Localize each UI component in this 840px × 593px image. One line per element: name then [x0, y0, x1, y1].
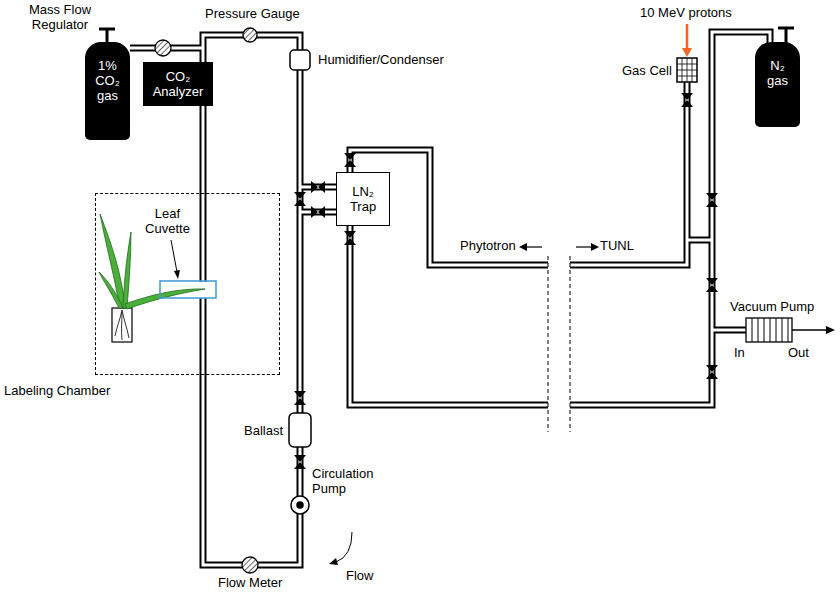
- gas-cell-symbol: [677, 58, 697, 82]
- part-label: Vacuum Pump: [730, 299, 814, 314]
- site-label: TUNL: [600, 238, 634, 253]
- flow-direction-arrow: [329, 532, 352, 565]
- part-label: Circulation Pump: [312, 466, 384, 496]
- port-label: In: [734, 345, 745, 360]
- analyzer-box: CO₂ Analyzer: [143, 62, 213, 106]
- pipe-bore: [130, 32, 770, 565]
- flow-label: Flow: [346, 568, 373, 583]
- pipe-outline: [130, 32, 770, 565]
- region-title: Labeling Chamber: [4, 383, 110, 398]
- vessel-symbols: [289, 50, 311, 514]
- node-label: 1% CO₂ gas: [92, 58, 124, 103]
- gas-cylinder: N₂ gas: [755, 42, 800, 127]
- node-label: LN₂ Trap: [346, 184, 380, 214]
- direction-arrows: [519, 243, 599, 251]
- site-divider: [548, 256, 570, 432]
- chamber-region: Labeling Chamber: [95, 193, 280, 375]
- cylinder-valve-handles: [99, 28, 794, 43]
- trap-box: LN₂ Trap: [336, 172, 390, 226]
- proton-beam-arrow: [682, 24, 692, 57]
- beam-label: 10 MeV protons: [640, 5, 732, 20]
- part-label: Leaf Cuvette: [140, 206, 195, 236]
- node-label: CO₂ Analyzer: [147, 69, 209, 99]
- port-label: Out: [788, 345, 809, 360]
- node-label: N₂ gas: [762, 58, 794, 88]
- part-label: Humidifier/Condenser: [318, 52, 444, 67]
- pipe-connector: [203, 106, 204, 193]
- part-label: Ballast: [244, 423, 283, 438]
- vacuum-pump-symbol: [746, 318, 835, 342]
- leader-arrow: [171, 240, 180, 279]
- part-label: Flow Meter: [218, 575, 282, 590]
- meter-symbols: [155, 28, 258, 573]
- gas-cylinder: 1% CO₂ gas: [85, 42, 130, 140]
- part-label: Mass Flow Regulator: [20, 2, 100, 32]
- site-label: Phytotron: [460, 238, 516, 253]
- valve-symbols: [294, 93, 718, 469]
- part-label: Gas Cell: [622, 63, 672, 78]
- part-label: Pressure Gauge: [205, 6, 300, 21]
